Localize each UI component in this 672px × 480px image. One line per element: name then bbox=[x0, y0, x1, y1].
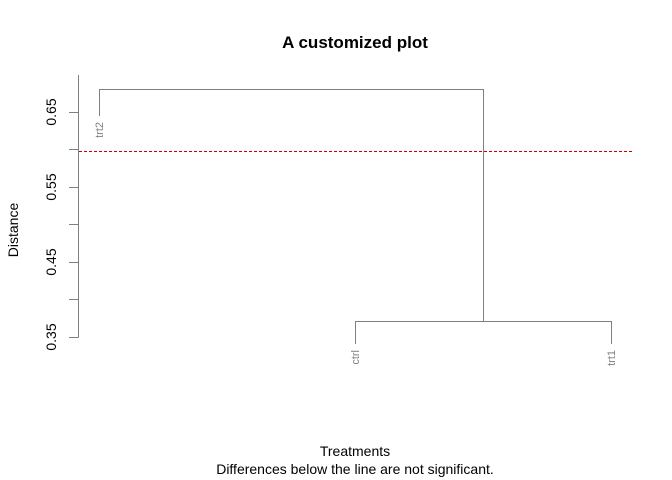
leaf-label-trt1: trt1 bbox=[606, 350, 618, 366]
chart-title: A customized plot bbox=[282, 33, 428, 52]
x-axis-label: Treatments bbox=[320, 443, 390, 459]
y-tick-label: 0.35 bbox=[43, 323, 59, 350]
y-tick-label: 0.55 bbox=[43, 173, 59, 200]
y-tick-label: 0.65 bbox=[43, 98, 59, 125]
chart-subtitle: Differences below the line are not signi… bbox=[216, 461, 494, 477]
leaf-label-trt2: trt2 bbox=[94, 122, 106, 138]
y-axis bbox=[69, 75, 79, 338]
y-tick-label: 0.45 bbox=[43, 248, 59, 275]
dendrogram-branches bbox=[99, 89, 612, 344]
leaf-label-ctrl: ctrl bbox=[350, 350, 362, 365]
y-axis-label: Distance bbox=[5, 203, 21, 258]
